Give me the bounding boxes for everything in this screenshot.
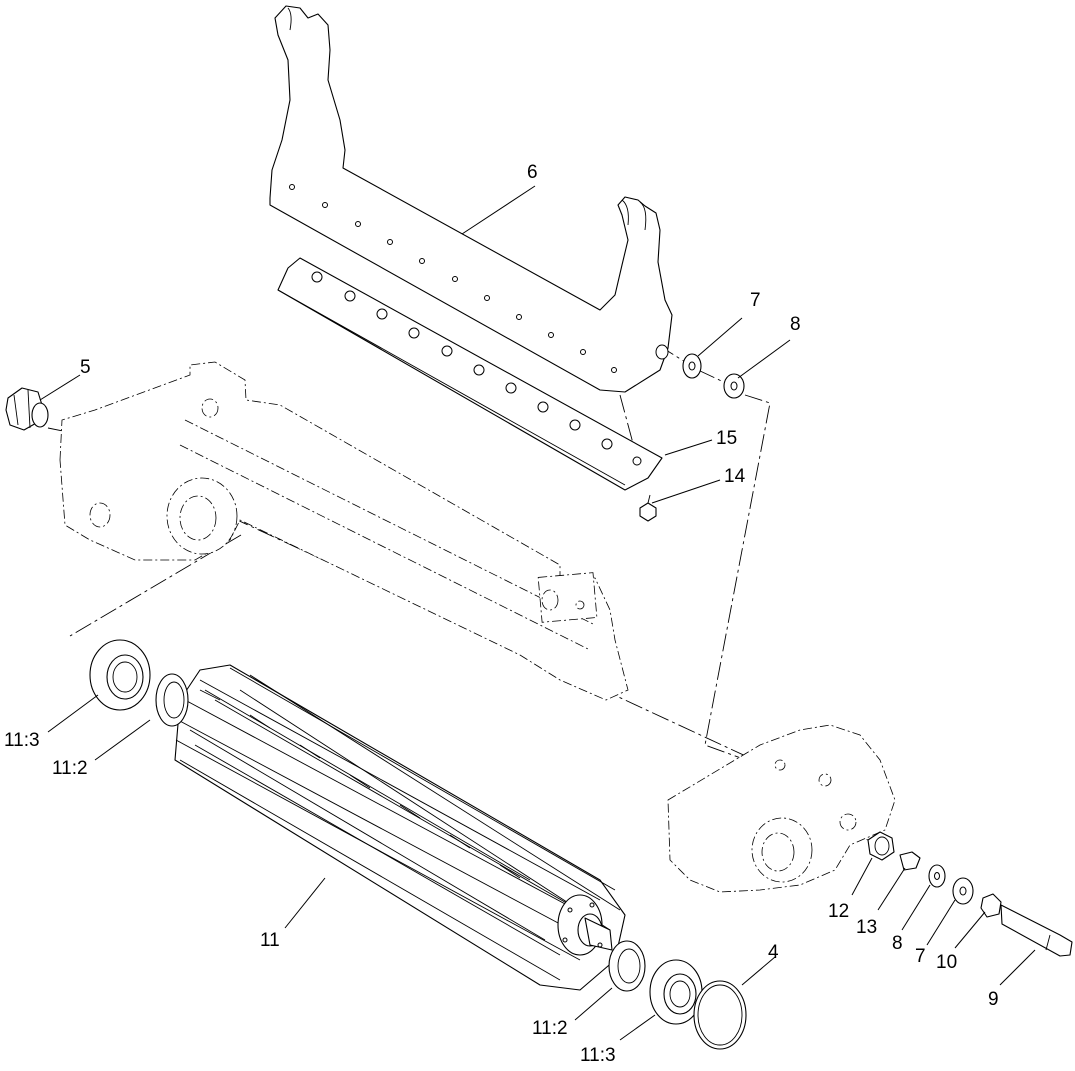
part-11-reel <box>174 664 626 991</box>
callout-11-2-right: 11:2 <box>532 1018 568 1039</box>
callout-8-upper: 8 <box>790 314 801 335</box>
callout-10: 10 <box>936 952 957 973</box>
callout-11: 11 <box>260 930 280 951</box>
part-15-bedknife <box>277 257 663 491</box>
reel-frame-ghost <box>59 361 629 701</box>
callout-11-3-left: 11:3 <box>4 730 40 751</box>
callout-labels: 6 7 8 5 15 14 11:3 11:2 11 12 13 8 7 10 … <box>4 162 999 1066</box>
callout-7-lower: 7 <box>915 946 926 967</box>
part-14-screw <box>639 494 657 522</box>
part-6-bedbar <box>269 5 673 393</box>
callout-5: 5 <box>80 357 91 378</box>
callout-11-3-right: 11:3 <box>580 1045 616 1066</box>
callout-12: 12 <box>828 901 849 922</box>
right-bearing-seal <box>608 940 747 1050</box>
callout-13: 13 <box>856 917 877 938</box>
callout-14: 14 <box>724 466 746 487</box>
callout-9: 9 <box>988 989 999 1010</box>
callout-4: 4 <box>768 942 779 963</box>
left-bearing-seal <box>89 639 189 727</box>
callout-8-lower: 8 <box>892 933 903 954</box>
right-hardware-stack <box>867 831 1073 957</box>
callout-6: 6 <box>527 162 538 183</box>
callout-7-upper: 7 <box>750 290 761 311</box>
washer-upper-parts <box>682 353 745 399</box>
part-5-plug <box>5 387 49 431</box>
right-side-housing <box>667 724 896 893</box>
leader-lines <box>39 185 1036 1041</box>
callout-15: 15 <box>716 428 737 449</box>
callout-11-2-left: 11:2 <box>52 758 88 779</box>
